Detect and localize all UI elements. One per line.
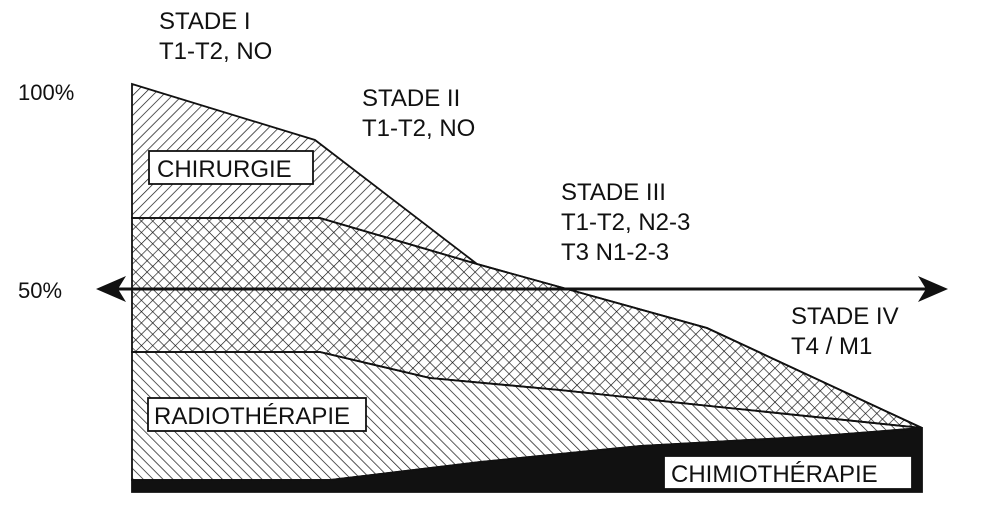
stage-3-name: STADE III [561, 179, 666, 206]
y-label-100: 100% [18, 80, 74, 105]
stage-1-name: STADE I [159, 8, 251, 35]
stage-4-detail: T4 / M1 [791, 333, 872, 360]
y-label-50: 50% [18, 278, 62, 303]
radiotherapy-label: RADIOTHÉRAPIE [154, 403, 350, 430]
chemotherapy-label-box: CHIMIOTHÉRAPIE [663, 455, 913, 490]
surgery-label-box: CHIRURGIE [148, 150, 314, 185]
stage-2-detail: T1-T2, NO [362, 115, 475, 142]
arrow-right-icon [918, 276, 948, 302]
stage-2-name: STADE II [362, 85, 460, 112]
stage-4-name: STADE IV [791, 303, 899, 330]
chemotherapy-label: CHIMIOTHÉRAPIE [671, 461, 878, 488]
arrow-left-icon [96, 276, 126, 302]
radiotherapy-label-box: RADIOTHÉRAPIE [147, 397, 367, 432]
stage-3-detail-2: T3 N1-2-3 [561, 239, 669, 266]
stage-3-detail-1: T1-T2, N2-3 [561, 209, 690, 236]
surgery-label: CHIRURGIE [157, 156, 292, 183]
stage-1-detail: T1-T2, NO [159, 38, 272, 65]
